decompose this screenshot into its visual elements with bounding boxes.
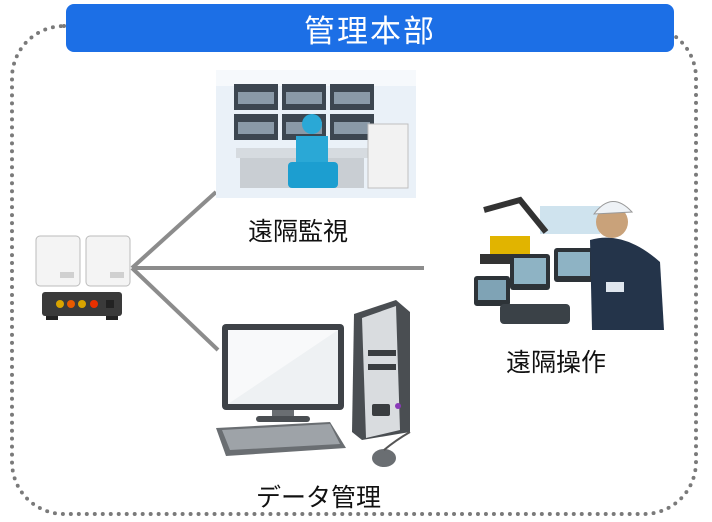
- wireless-router-icon: [35, 235, 131, 320]
- connector-to-monitoring: [130, 190, 218, 270]
- remote-operation-illustration: [474, 196, 664, 330]
- connector-lines: [130, 190, 424, 352]
- data-management-label: データ管理: [256, 483, 382, 512]
- desktop-computer-illustration: [216, 300, 411, 467]
- operation-label: 遠隔操作: [506, 348, 607, 377]
- monitoring-label: 遠隔監視: [248, 217, 349, 246]
- header-title: 管理本部: [66, 4, 674, 52]
- connector-to-data: [130, 266, 220, 352]
- monitoring-room-illustration: [216, 70, 416, 198]
